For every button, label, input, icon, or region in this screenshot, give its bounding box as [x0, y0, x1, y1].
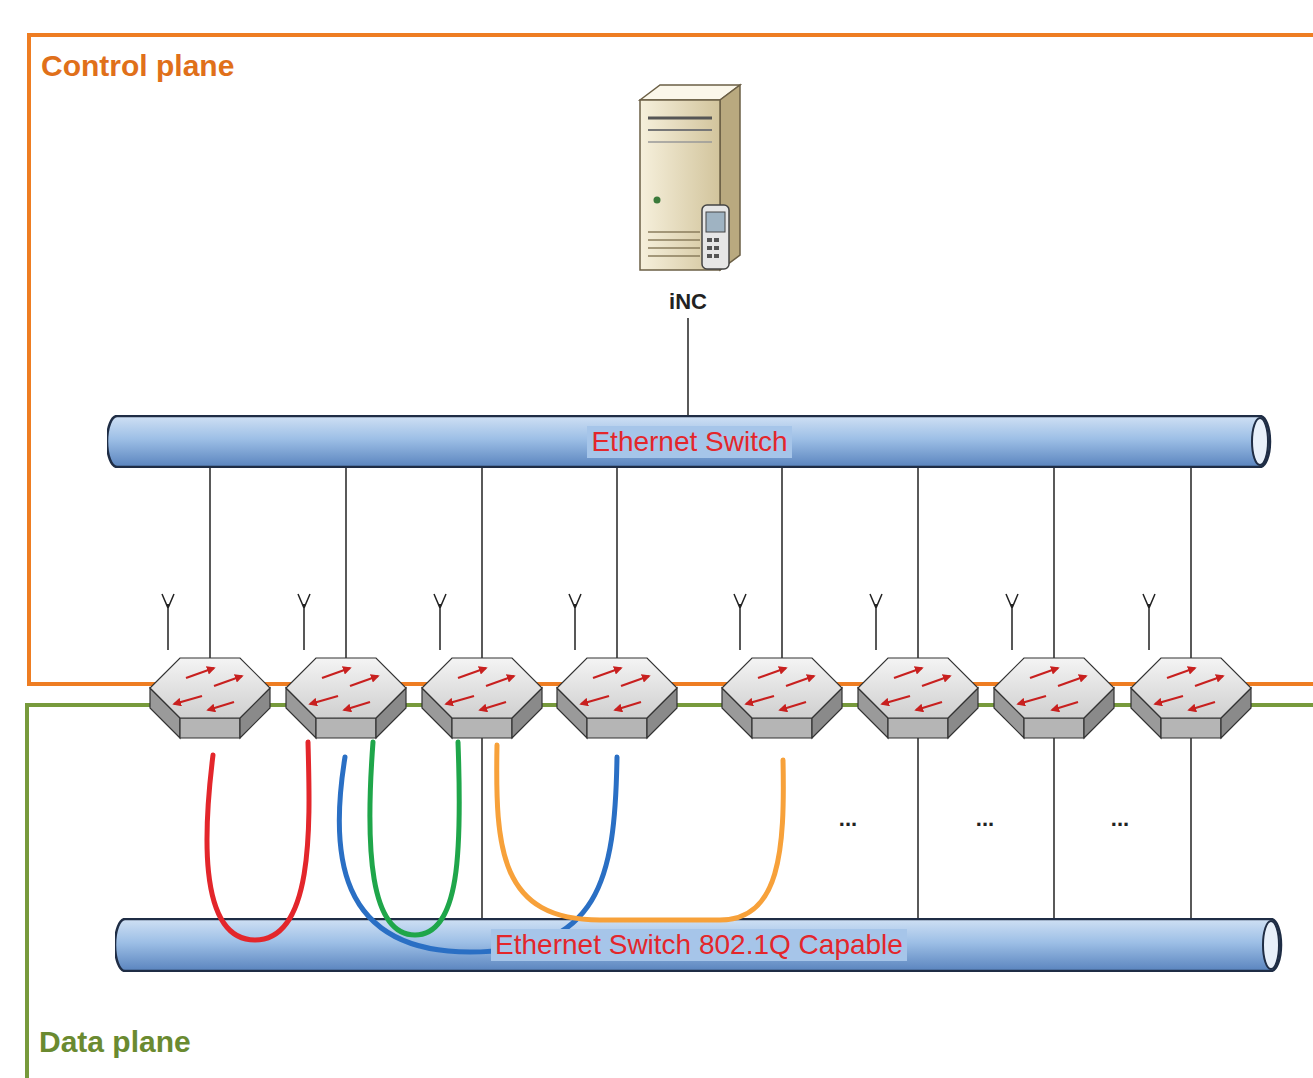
- control-wire: [481, 468, 482, 660]
- bus-label: Ethernet Switch 802.1Q Capable: [491, 929, 907, 961]
- antenna: [298, 594, 310, 650]
- switch-icon: [150, 594, 270, 738]
- control-wire: [209, 468, 210, 660]
- switch-icon: [557, 594, 677, 738]
- switch-icon: [858, 594, 978, 738]
- antenna: [734, 594, 746, 650]
- switch-icon: [722, 594, 842, 738]
- switch-icon: [994, 594, 1114, 738]
- bus-body: [115, 919, 1281, 971]
- switch-layer: [150, 468, 1251, 918]
- ellipsis-label: ...: [1111, 806, 1129, 831]
- control-wire: [781, 468, 782, 660]
- antenna: [870, 594, 882, 650]
- bus-label: Ethernet Switch: [587, 426, 791, 458]
- controller-label: iNC: [630, 286, 746, 318]
- switch-icon: [1131, 594, 1251, 738]
- antenna: [162, 594, 174, 650]
- label-holder: ...: [1090, 806, 1150, 832]
- control-wire: [345, 468, 346, 660]
- antenna: [569, 594, 581, 650]
- server-icon: [640, 85, 740, 270]
- data-plane-region: Data plane Ethernet Switch 802.1Q Capable: [25, 703, 1313, 1078]
- data-wire: [917, 736, 918, 918]
- ellipsis-label: ...: [839, 806, 857, 831]
- antenna: [434, 594, 446, 650]
- switch-icon: [286, 594, 406, 738]
- data-wire: [1053, 736, 1054, 918]
- control-wire: [1053, 468, 1054, 660]
- ellipsis-label: ...: [976, 806, 994, 831]
- switch-icon: [422, 594, 542, 738]
- region-title: Control plane: [41, 49, 234, 83]
- control-wire: [616, 468, 617, 660]
- antenna: [1006, 594, 1018, 650]
- region-title: Data plane: [39, 1025, 191, 1059]
- data-wire: [481, 736, 482, 918]
- uplink-connector: [687, 318, 688, 415]
- antenna: [1143, 594, 1155, 650]
- vlan-loops: [207, 742, 783, 952]
- control-wire: [917, 468, 918, 660]
- label-holder: ...: [818, 806, 878, 832]
- controller-name: iNC: [669, 289, 707, 315]
- label-holder: ...: [955, 806, 1015, 832]
- phone-icon: [702, 205, 729, 269]
- data-wire: [1190, 736, 1191, 918]
- ethernet-switch-bus: Ethernet Switch: [107, 415, 1272, 468]
- bus-end-cap: [1263, 921, 1279, 969]
- control-wire: [1190, 468, 1191, 660]
- vlan-switch-bus: Ethernet Switch 802.1Q Capable: [115, 918, 1283, 972]
- bus-body: [107, 416, 1270, 467]
- bus-end-cap: [1252, 418, 1268, 465]
